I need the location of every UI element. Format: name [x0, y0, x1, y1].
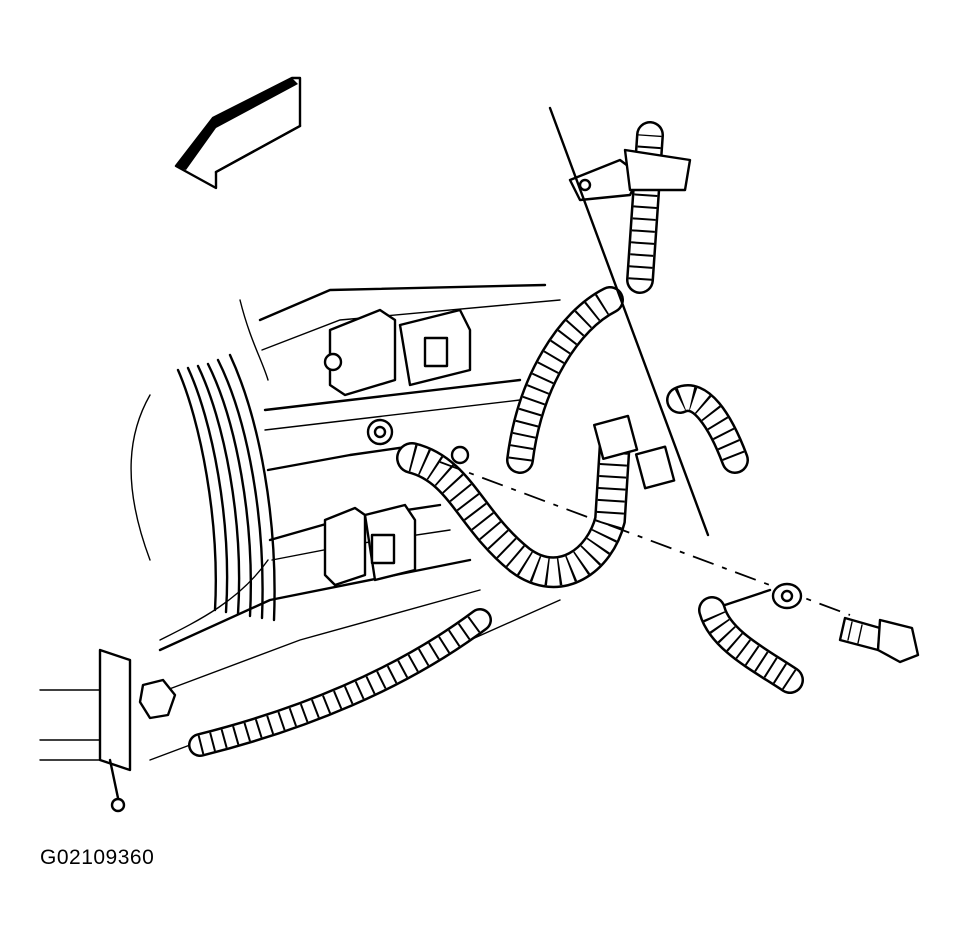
ground-bolt	[838, 616, 920, 664]
ground-strap	[698, 582, 804, 694]
lower-bolt	[98, 648, 177, 813]
upper-mount-bracket	[323, 308, 472, 397]
wiring-harness	[188, 121, 749, 757]
frame-stud	[366, 418, 470, 465]
lower-mount-bracket	[323, 503, 417, 587]
harness-connector	[592, 414, 676, 490]
harness-clip	[568, 148, 692, 202]
fender-well	[130, 299, 276, 641]
direction-arrow	[174, 76, 302, 190]
figure-code: G02109360	[40, 846, 155, 869]
section-boundary-line	[548, 106, 710, 537]
